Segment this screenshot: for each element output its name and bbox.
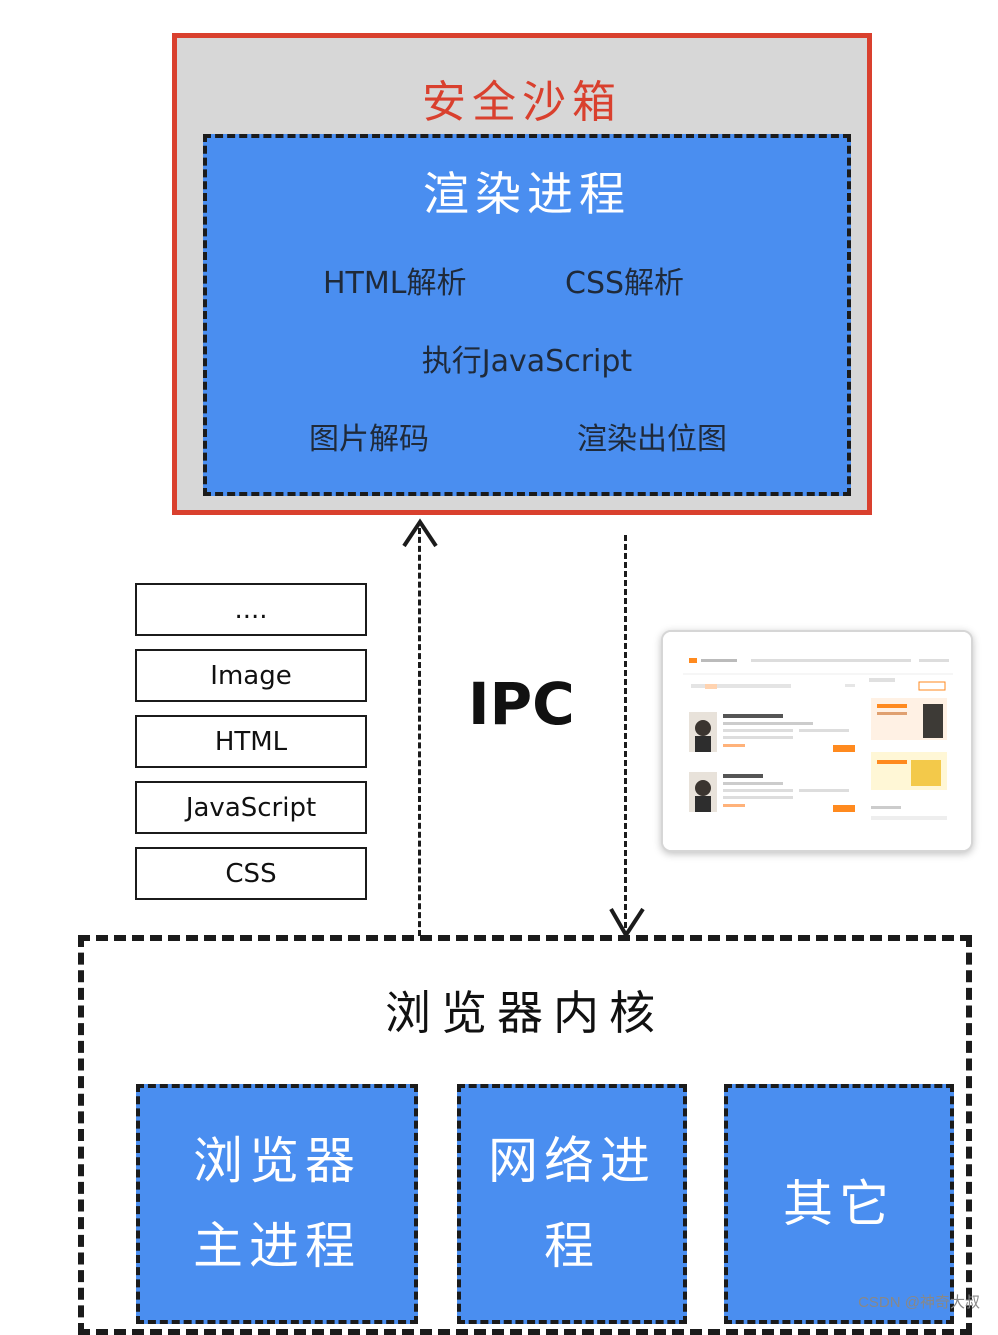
resource-item-javascript: JavaScript bbox=[135, 781, 367, 834]
render-process-box: 渲染进程 HTML解析 CSS解析 执行JavaScript 图片解码 渲染出位… bbox=[203, 134, 851, 496]
resource-item-image: Image bbox=[135, 649, 367, 702]
kernel-title: 浏览器内核 bbox=[385, 986, 665, 1040]
browser-main-process-line1: 浏览器 bbox=[193, 1132, 361, 1190]
network-process-line1: 网络进 bbox=[488, 1132, 656, 1190]
browser-main-process-box: 浏览器 主进程 bbox=[136, 1084, 418, 1324]
render-bitmap-label: 渲染出位图 bbox=[577, 422, 727, 457]
image-decode-label: 图片解码 bbox=[309, 422, 429, 457]
other-process-label: 其它 bbox=[783, 1174, 895, 1233]
resource-item-html: HTML bbox=[135, 715, 367, 768]
ipc-up-arrow-line bbox=[418, 528, 421, 936]
sandbox-title: 安全沙箱 bbox=[422, 77, 622, 128]
webpage-thumbnail-image bbox=[663, 632, 971, 850]
security-sandbox: 安全沙箱 渲染进程 HTML解析 CSS解析 执行JavaScript 图片解码… bbox=[172, 33, 872, 515]
browser-main-process-line2: 主进程 bbox=[193, 1217, 361, 1275]
network-process-line2: 程 bbox=[544, 1217, 600, 1275]
network-process-box: 网络进 程 bbox=[457, 1084, 687, 1324]
arrow-up-icon bbox=[402, 518, 438, 548]
other-process-box: 其它 bbox=[724, 1084, 954, 1324]
resource-item-css: CSS bbox=[135, 847, 367, 900]
webpage-screenshot-thumbnail bbox=[661, 630, 973, 852]
browser-kernel: 浏览器内核 浏览器 主进程 网络进 程 其它 bbox=[78, 935, 972, 1335]
watermark: CSDN @神奇大叔 bbox=[858, 1294, 980, 1311]
exec-js-label: 执行JavaScript bbox=[421, 344, 633, 379]
render-process-title: 渲染进程 bbox=[423, 167, 631, 221]
css-parse-label: CSS解析 bbox=[565, 266, 685, 301]
html-parse-label: HTML解析 bbox=[323, 266, 467, 301]
ipc-label: IPC bbox=[468, 670, 575, 738]
resource-item-more: .... bbox=[135, 583, 367, 636]
ipc-down-arrow-line bbox=[624, 535, 627, 937]
